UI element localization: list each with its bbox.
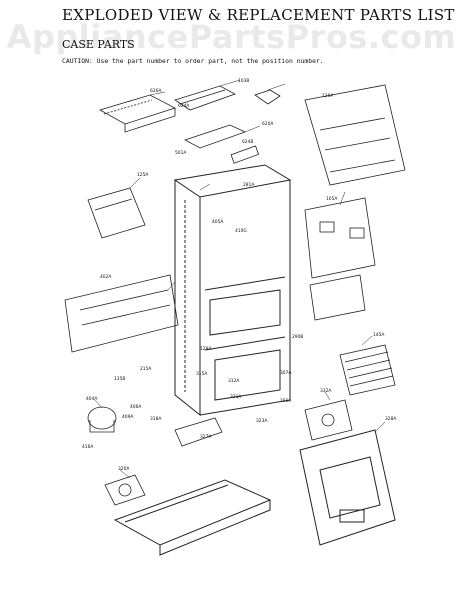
callout-label: 624A bbox=[178, 103, 189, 109]
lamp-part bbox=[230, 145, 260, 164]
top-cover-part bbox=[98, 94, 177, 133]
callout-label: 405A bbox=[212, 219, 223, 225]
callout-label: 312A bbox=[228, 378, 239, 384]
callout-label: 323A bbox=[256, 418, 267, 424]
callout-label: 402A bbox=[100, 274, 111, 280]
callout-label: 320A bbox=[118, 466, 129, 472]
callout-label: 620A bbox=[262, 121, 273, 127]
callout-label: 318A bbox=[150, 416, 161, 422]
top-hinge-part bbox=[174, 85, 236, 111]
callout-label: 327A bbox=[200, 434, 211, 440]
fan-duct bbox=[309, 274, 366, 321]
control-knob-part bbox=[254, 89, 281, 105]
callout-label: 404A bbox=[86, 396, 97, 402]
callout-label: 281A bbox=[243, 182, 254, 188]
motor-assembly bbox=[104, 474, 146, 506]
callout-label: 410G bbox=[235, 228, 247, 234]
callout-label: 315A bbox=[196, 371, 207, 377]
callout-label: 328A bbox=[385, 416, 396, 422]
evaporator-cover bbox=[304, 197, 376, 279]
dispenser-assembly bbox=[299, 429, 396, 546]
callout-label: 332A bbox=[320, 388, 331, 394]
callout-label: 128A bbox=[200, 346, 211, 352]
callout-label: 406A bbox=[130, 404, 141, 410]
callout-labels: 626A 624A 103B 620A 624B 120A 501A 125A … bbox=[82, 78, 396, 472]
callout-label: 120A bbox=[322, 93, 333, 99]
top-right-cabinet-trim bbox=[304, 84, 406, 186]
page-title: EXPLODED VIEW & REPLACEMENT PARTS LIST bbox=[62, 6, 455, 24]
callout-label: 290B bbox=[292, 334, 303, 340]
callout-label: 215A bbox=[140, 366, 151, 372]
callout-label: 416A bbox=[82, 444, 93, 450]
top-trim-strip bbox=[183, 124, 247, 149]
callout-label: 624B bbox=[242, 139, 253, 145]
section-subtitle: CASE PARTS bbox=[62, 38, 135, 51]
base-frame bbox=[113, 479, 272, 556]
condenser-coil bbox=[339, 344, 396, 396]
callout-label: 501A bbox=[175, 150, 186, 156]
callout-label: 135B bbox=[114, 376, 125, 382]
callout-label: 103B bbox=[238, 78, 249, 84]
callout-label: 321A bbox=[230, 394, 241, 400]
callout-label: 101A bbox=[280, 398, 291, 404]
callout-label: 125A bbox=[137, 172, 148, 178]
callout-label: 626A bbox=[150, 88, 161, 94]
callout-label: 145A bbox=[373, 332, 384, 338]
callout-label: 105A bbox=[326, 196, 337, 202]
drain-pan bbox=[174, 417, 223, 447]
back-cover-panel bbox=[64, 274, 179, 353]
callout-label: 409A bbox=[122, 414, 133, 420]
caution-note: CAUTION: Use the part number to order pa… bbox=[62, 57, 324, 65]
compressor bbox=[87, 406, 117, 433]
ice-maker-assembly bbox=[304, 399, 353, 441]
callout-label: 307A bbox=[280, 370, 291, 376]
cabinet-body bbox=[173, 164, 292, 417]
shelf-part bbox=[87, 187, 146, 239]
